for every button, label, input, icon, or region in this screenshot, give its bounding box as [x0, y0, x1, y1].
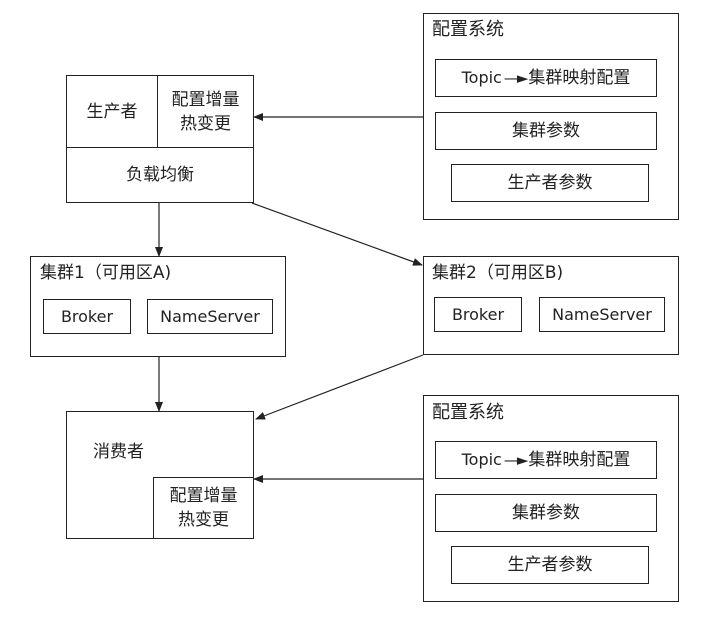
- config-top-cluster-params-label: 集群参数: [512, 121, 580, 141]
- config-bottom-topic-mapping: Topic —► 集群映射配置: [435, 441, 657, 479]
- cluster2-title: 集群2（可用区B): [432, 263, 564, 283]
- cluster2-broker: Broker: [434, 297, 522, 332]
- cluster1-nameserver: NameServer: [147, 299, 273, 334]
- arrow-loadbalance-to-cluster2: [251, 202, 423, 266]
- config-bottom-mapping-label: 集群映射配置: [528, 450, 631, 470]
- long-arrow-icon: —►: [503, 451, 529, 469]
- config-top-topic-mapping: Topic —► 集群映射配置: [435, 59, 657, 97]
- config-bottom-cluster-params-label: 集群参数: [512, 503, 580, 523]
- producer-label-cell: 生产者: [66, 75, 158, 148]
- config-bottom-producer-params: 生产者参数: [451, 546, 649, 584]
- cluster2-nameserver: NameServer: [539, 297, 665, 332]
- config-bottom-cluster-params: 集群参数: [435, 494, 657, 532]
- config-top-title: 配置系统: [432, 19, 504, 40]
- config-top-producer-params: 生产者参数: [451, 164, 649, 202]
- config-bottom-title: 配置系统: [432, 402, 504, 423]
- cluster1-broker: Broker: [43, 299, 131, 334]
- load-balance-label: 负载均衡: [126, 165, 194, 185]
- producer-hot-update-cell: 配置增量热变更: [157, 75, 254, 148]
- producer-label: 生产者: [86, 101, 138, 122]
- load-balance-cell: 负载均衡: [66, 147, 254, 203]
- long-arrow-icon: —►: [503, 69, 529, 87]
- config-top-producer-params-label: 生产者参数: [507, 173, 593, 193]
- config-top-cluster-params: 集群参数: [435, 112, 657, 150]
- cluster2-broker-label: Broker: [451, 304, 505, 324]
- cluster2-nameserver-label: NameServer: [552, 304, 652, 324]
- cluster1-broker-label: Broker: [60, 306, 114, 326]
- consumer-label: 消费者: [93, 442, 144, 462]
- consumer-hot-update-label: 配置增量热变更: [169, 486, 238, 530]
- config-bottom-topic-label: Topic: [461, 450, 502, 469]
- cluster1-nameserver-label: NameServer: [160, 306, 260, 326]
- config-bottom-producer-params-label: 生产者参数: [507, 555, 593, 575]
- cluster1-title: 集群1（可用区A): [40, 263, 172, 283]
- consumer-hot-update-cell: 配置增量热变更: [153, 477, 254, 539]
- config-top-mapping-label: 集群映射配置: [528, 68, 631, 88]
- arrow-cluster2-to-consumer: [255, 354, 424, 420]
- config-top-topic-label: Topic: [461, 68, 502, 87]
- producer-hot-update-label: 配置增量热变更: [171, 89, 240, 134]
